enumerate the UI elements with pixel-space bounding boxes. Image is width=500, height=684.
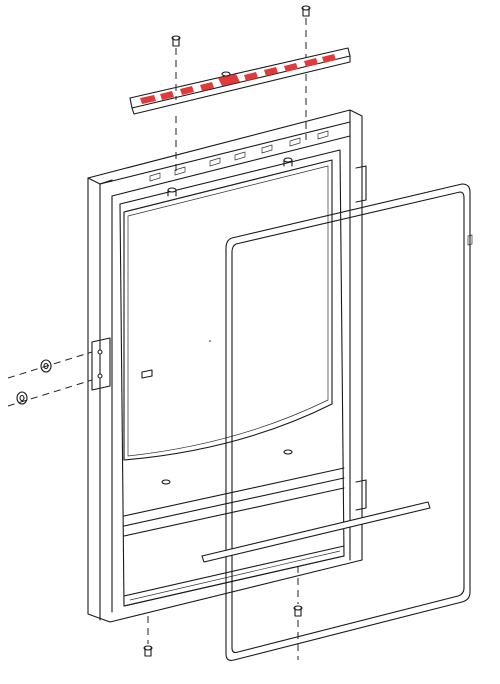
screws (143, 5, 311, 657)
glass-panel (123, 159, 333, 461)
gasket-seal (225, 183, 473, 661)
hinge-bracket (91, 337, 111, 391)
frame-body (87, 109, 367, 623)
screw-top-right (301, 5, 311, 17)
washer-guide-line-1 (7, 351, 93, 379)
side-screw (141, 369, 153, 379)
screw-top-left (171, 35, 181, 47)
top-trim-bar (129, 47, 351, 115)
assembly-guide-lines (147, 18, 307, 660)
bottom-rod (201, 501, 431, 563)
top-slots (149, 130, 329, 182)
screw-bottom-left (143, 645, 153, 657)
trim-highlight-marks (140, 54, 336, 104)
screw-bottom-right (293, 605, 303, 617)
washer-guide-line-2 (7, 379, 93, 407)
center-mark (209, 340, 211, 342)
